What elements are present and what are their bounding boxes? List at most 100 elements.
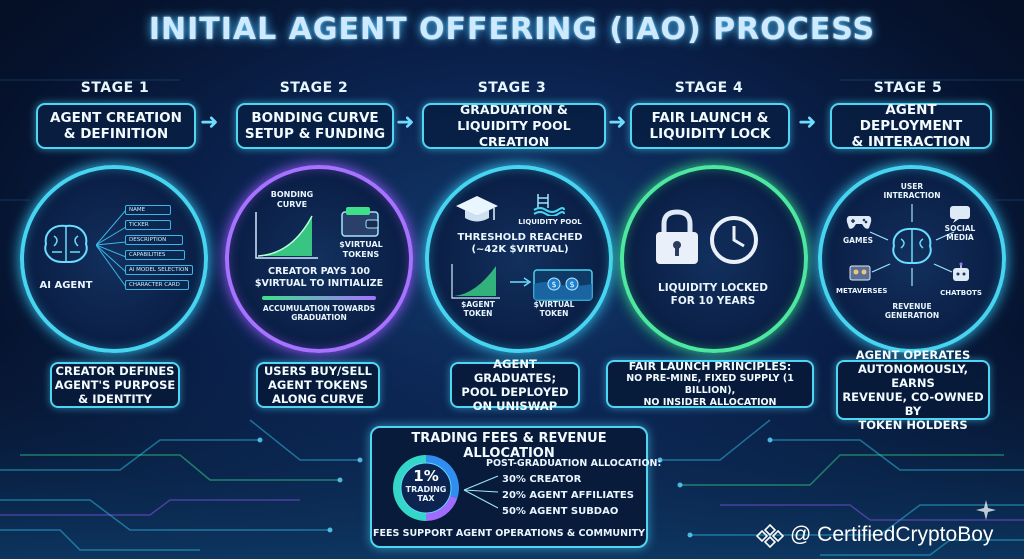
stage-4-heading: FAIR LAUNCH &LIQUIDITY LOCK xyxy=(630,103,790,149)
stage-1-heading-line: AGENT CREATION xyxy=(50,110,182,126)
svg-text:$: $ xyxy=(569,280,574,289)
stage-2-heading-line: BONDING CURVE xyxy=(251,110,379,126)
stage-3-heading-line: GRADUATION & xyxy=(460,102,568,117)
allocation-affiliates: 20% AGENT AFFILIATES xyxy=(502,490,634,501)
trading-tax-pct: 1% xyxy=(413,467,439,485)
stage-4-circle xyxy=(620,165,808,353)
brain-icon xyxy=(44,224,88,263)
svg-text:$: $ xyxy=(551,280,556,289)
agent-token-line: TOKEN xyxy=(463,309,493,318)
footer-line: REVENUE, CO-OWNED BY xyxy=(842,390,984,418)
stage-1-heading-line: & DEFINITION xyxy=(63,126,169,142)
arrow-right-icon: ➜ xyxy=(200,110,219,135)
pay-text-line: $VIRTUAL TO INITIALIZE xyxy=(254,278,384,289)
padlock-icon xyxy=(656,209,698,264)
threshold-line: THRESHOLD REACHED xyxy=(457,232,583,243)
footer-line: NO INSIDER ALLOCATION xyxy=(643,396,777,408)
allocation-list: 30% CREATOR 20% AGENT AFFILIATES 50% AGE… xyxy=(502,472,634,520)
stage-2-label: STAGE 2 xyxy=(279,80,349,96)
stage-3-heading-line: LIQUIDITY POOL CREATION xyxy=(457,118,571,149)
social-media-line: MEDIA xyxy=(946,233,974,242)
footer-line: NO PRE-MINE, FIXED SUPPLY (1 BILLION), xyxy=(626,372,794,396)
wallet-label-line: $VIRTUAL xyxy=(339,240,383,249)
footer-line: AGENT OPERATES xyxy=(855,348,971,362)
stage-4-heading-line: FAIR LAUNCH & xyxy=(651,110,769,126)
stage-5-heading: AGENT DEPLOYMENT& INTERACTION xyxy=(830,102,992,150)
tax-line: TAX xyxy=(417,494,435,503)
page-title: INITIAL AGENT OFFERING (IAO) PROCESS xyxy=(148,12,876,47)
stage-1-heading: AGENT CREATION& DEFINITION xyxy=(36,103,196,149)
accum-text-line: ACCUMULATION TOWARDS xyxy=(262,304,376,313)
brain-icon xyxy=(892,227,932,264)
footer-line: ALONG CURVE xyxy=(271,392,365,406)
graduation-cap-icon xyxy=(456,196,498,222)
footer-line: POOL DEPLOYED xyxy=(461,385,569,399)
metaverse-icon xyxy=(849,265,871,281)
revenue-line: REVENUE xyxy=(892,302,932,311)
creator-pays-text: CREATOR PAYS 100$VIRTUAL TO INITIALIZE xyxy=(248,266,390,290)
fees-footer: FEES SUPPORT AGENT OPERATIONS & COMMUNIT… xyxy=(373,528,645,539)
stage-2-heading-line: SETUP & FUNDING xyxy=(244,126,386,142)
stage-2-circle xyxy=(225,165,413,353)
user-interaction-line: USER xyxy=(900,182,924,191)
revenue-line: GENERATION xyxy=(884,311,940,320)
arrow-right-icon: ➜ xyxy=(396,110,415,135)
field-capabilities-tag: CAPABILITIES xyxy=(125,250,185,260)
field-character-card-tag: CHARACTER CARD xyxy=(125,280,189,290)
metaverses-label: METAVERSES xyxy=(836,287,888,295)
footer-line: ON UNISWAP xyxy=(472,399,558,413)
clock-icon xyxy=(710,216,758,264)
binance-logo-icon xyxy=(756,523,784,549)
connector-lines xyxy=(96,209,127,288)
ai-agent-label: AI AGENT xyxy=(39,280,93,291)
user-interaction-line: INTERACTION xyxy=(883,191,941,200)
threshold-text: THRESHOLD REACHED(~42K $VIRTUAL) xyxy=(450,232,590,256)
watermark-text: @ CertifiedCryptoBoy xyxy=(790,523,994,546)
allocation-connectors xyxy=(463,475,499,509)
stage-4-label: STAGE 4 xyxy=(674,80,744,96)
games-label: GAMES xyxy=(843,236,873,245)
footer-line: CREATOR DEFINES xyxy=(55,364,175,378)
liquidity-pool-label: LIQUIDITY POOL xyxy=(518,218,582,226)
virtual-token-line: $VIRTUAL xyxy=(533,300,575,309)
pay-text-line: CREATOR PAYS 100 xyxy=(268,266,370,277)
footer-line: USERS BUY/SELL xyxy=(263,364,373,378)
chatbots-label: CHATBOTS xyxy=(940,289,982,297)
tax-line: TRADING xyxy=(405,485,447,494)
accum-text-line: GRADUATION xyxy=(291,313,347,322)
footer-line: AGENT TOKENS xyxy=(268,378,368,392)
footer-line: AGENT GRADUATES; xyxy=(473,357,557,385)
allocation-creator: 30% CREATOR xyxy=(502,474,582,485)
allocation-title: POST-GRADUATION ALLOCATION: xyxy=(486,458,662,469)
stage-4-footer: FAIR LAUNCH PRINCIPLES:NO PRE-MINE, FIXE… xyxy=(606,360,814,408)
chat-bubble-icon xyxy=(950,206,970,223)
curve-label-line: BONDING xyxy=(270,190,314,199)
stage-5-heading-line: AGENT DEPLOYMENT xyxy=(859,102,963,134)
threshold-line: (~42K $VIRTUAL) xyxy=(471,244,569,255)
footer-line: & IDENTITY xyxy=(78,392,152,406)
stage-5-label: STAGE 5 xyxy=(873,80,943,96)
virtual-token-line: TOKEN xyxy=(539,309,569,318)
stage-4-heading-line: LIQUIDITY LOCK xyxy=(649,126,771,142)
interaction-arrows xyxy=(869,204,955,286)
wallet-label-line: TOKENS xyxy=(342,250,380,259)
curve-label-line: CURVE xyxy=(276,200,308,209)
accumulation-bar xyxy=(262,296,376,300)
wallet-icon xyxy=(341,207,379,237)
arrow-right-icon: ➜ xyxy=(608,110,627,135)
liquidity-pool-icon xyxy=(533,194,565,216)
arrow-right-icon: ➜ xyxy=(798,110,817,135)
